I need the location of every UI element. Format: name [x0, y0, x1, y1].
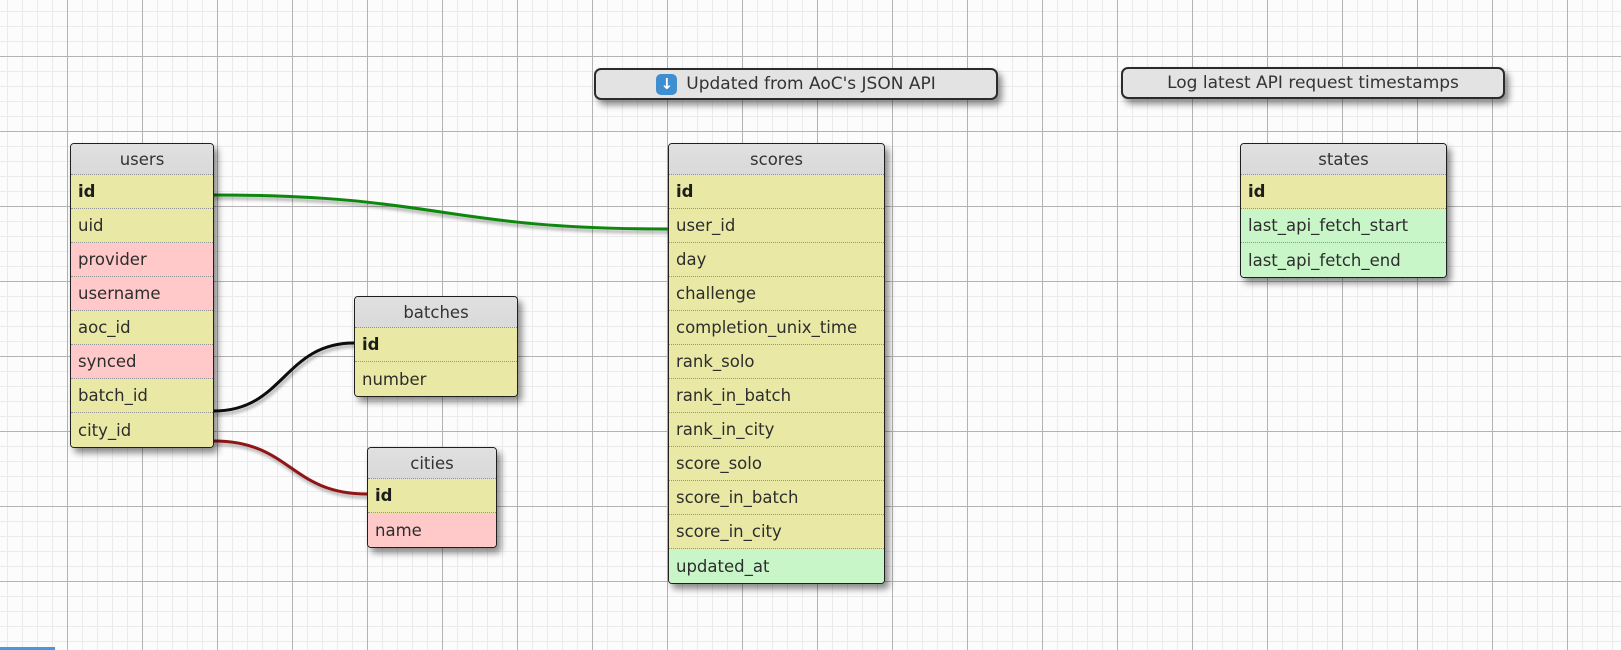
column-users-synced[interactable]: synced — [71, 345, 213, 379]
note-label: Log latest API request timestamps — [1167, 73, 1459, 93]
relation-users-batch_id-to-batches-id[interactable] — [212, 341, 356, 413]
column-scores-day[interactable]: day — [669, 243, 884, 277]
down-arrow-icon: ↓ — [656, 73, 678, 95]
column-users-aoc_id[interactable]: aoc_id — [71, 311, 213, 345]
column-scores-updated_at[interactable]: updated_at — [669, 549, 884, 583]
table-title: batches — [403, 302, 469, 322]
column-scores-score_solo[interactable]: score_solo — [669, 447, 884, 481]
horizontal-scrollbar-thumb[interactable] — [0, 647, 55, 650]
table-title: scores — [750, 149, 803, 169]
column-users-provider[interactable]: provider — [71, 243, 213, 277]
column-scores-challenge[interactable]: challenge — [669, 277, 884, 311]
column-batches-number[interactable]: number — [355, 362, 517, 396]
column-users-uid[interactable]: uid — [71, 209, 213, 243]
table-title: users — [119, 149, 165, 169]
column-users-city_id[interactable]: city_id — [71, 413, 213, 447]
relation-users-city_id-to-cities-id[interactable] — [212, 439, 369, 496]
table-header-cities[interactable]: cities — [368, 448, 496, 479]
column-scores-rank_in_batch[interactable]: rank_in_batch — [669, 379, 884, 413]
column-states-last_api_fetch_start[interactable]: last_api_fetch_start — [1241, 209, 1446, 243]
column-batches-id[interactable]: id — [355, 328, 517, 362]
table-header-states[interactable]: states — [1241, 144, 1446, 175]
column-scores-id[interactable]: id — [669, 175, 884, 209]
column-scores-completion_unix_time[interactable]: completion_unix_time — [669, 311, 884, 345]
column-users-id[interactable]: id — [71, 175, 213, 209]
column-users-username[interactable]: username — [71, 277, 213, 311]
table-header-batches[interactable]: batches — [355, 297, 517, 328]
column-scores-rank_in_city[interactable]: rank_in_city — [669, 413, 884, 447]
table-header-scores[interactable]: scores — [669, 144, 884, 175]
column-scores-user_id[interactable]: user_id — [669, 209, 884, 243]
column-scores-rank_solo[interactable]: rank_solo — [669, 345, 884, 379]
note-updated-from-aoc[interactable]: ↓ Updated from AoC's JSON API — [594, 68, 998, 100]
column-scores-score_in_batch[interactable]: score_in_batch — [669, 481, 884, 515]
table-title: states — [1318, 149, 1369, 169]
note-log-latest-api[interactable]: Log latest API request timestamps — [1121, 67, 1505, 99]
table-title: cities — [410, 453, 454, 473]
column-scores-score_in_city[interactable]: score_in_city — [669, 515, 884, 549]
table-header-users[interactable]: users — [71, 144, 213, 175]
column-cities-id[interactable]: id — [368, 479, 496, 513]
relation-users-id-to-scores-user_id[interactable] — [212, 193, 670, 231]
column-users-batch_id[interactable]: batch_id — [71, 379, 213, 413]
column-states-last_api_fetch_end[interactable]: last_api_fetch_end — [1241, 243, 1446, 277]
note-label: Updated from AoC's JSON API — [686, 74, 936, 94]
column-cities-name[interactable]: name — [368, 513, 496, 547]
column-states-id[interactable]: id — [1241, 175, 1446, 209]
